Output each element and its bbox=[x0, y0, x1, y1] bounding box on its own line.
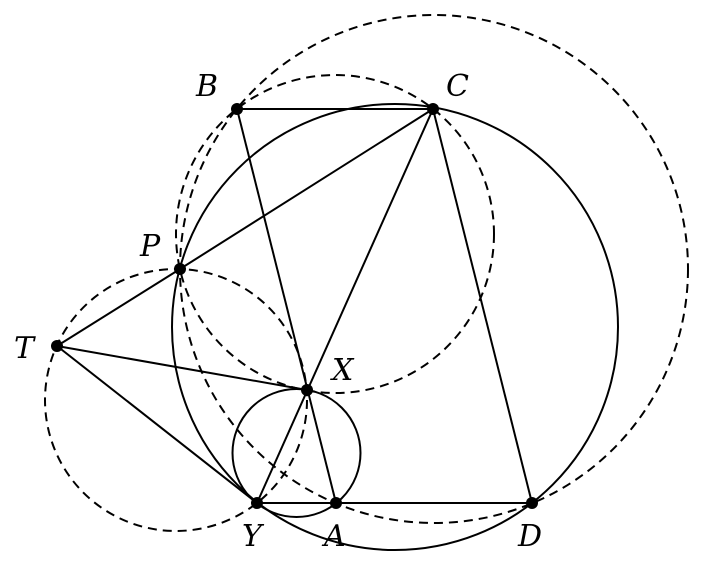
segment-tx bbox=[56, 345, 308, 391]
segment-ty bbox=[56, 345, 258, 504]
point-d bbox=[526, 497, 538, 509]
label-y: Y bbox=[242, 519, 265, 554]
point-c bbox=[427, 103, 439, 115]
label-a: A bbox=[321, 519, 346, 554]
circle-bcxp bbox=[175, 74, 495, 394]
label-d: D bbox=[517, 519, 542, 554]
point-t bbox=[51, 340, 63, 352]
label-p: P bbox=[139, 229, 161, 264]
circle-pcdy bbox=[171, 103, 619, 551]
point-y bbox=[251, 497, 263, 509]
segment-cp bbox=[179, 108, 434, 270]
segment-pt bbox=[56, 268, 181, 347]
label-x: X bbox=[330, 353, 355, 388]
segment-cd bbox=[432, 108, 533, 504]
label-c: C bbox=[446, 69, 469, 104]
circle-tpxy bbox=[44, 268, 308, 532]
point-a bbox=[330, 497, 342, 509]
segment-cy bbox=[256, 108, 434, 504]
point-b bbox=[231, 103, 243, 115]
label-t: T bbox=[14, 331, 36, 366]
point-x bbox=[301, 384, 313, 396]
point-p bbox=[174, 263, 186, 275]
circle-pad bbox=[179, 14, 689, 524]
segment-ba bbox=[236, 108, 337, 504]
label-b: B bbox=[195, 69, 218, 104]
